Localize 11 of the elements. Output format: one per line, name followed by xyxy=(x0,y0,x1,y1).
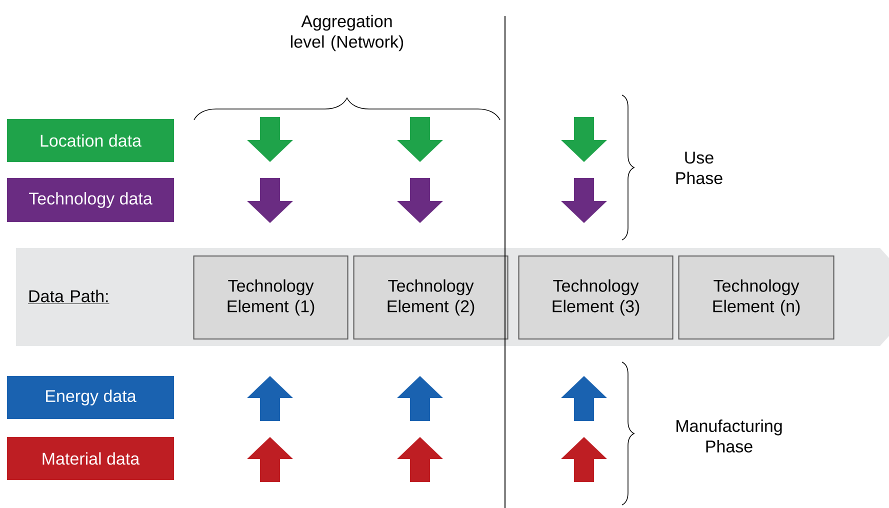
annotation-text: Use Phase xyxy=(676,152,722,184)
technology-element-box: Technology Element (1) xyxy=(193,256,348,340)
technology-element-box: Technology Element (2) xyxy=(353,256,508,340)
data-type-box: Energy data xyxy=(7,376,174,419)
data-type-box: Material data xyxy=(7,437,174,480)
data-type-box: Location data xyxy=(7,119,174,162)
annotation-text: Manufacturing Phase xyxy=(676,420,782,452)
technology-element-box: Technology Element (3) xyxy=(518,256,674,340)
technology-element-box: Technology Element (n) xyxy=(678,256,834,340)
annotation-text: Aggregation level (Network) xyxy=(291,14,404,52)
data-type-box: Technology data xyxy=(7,178,174,222)
